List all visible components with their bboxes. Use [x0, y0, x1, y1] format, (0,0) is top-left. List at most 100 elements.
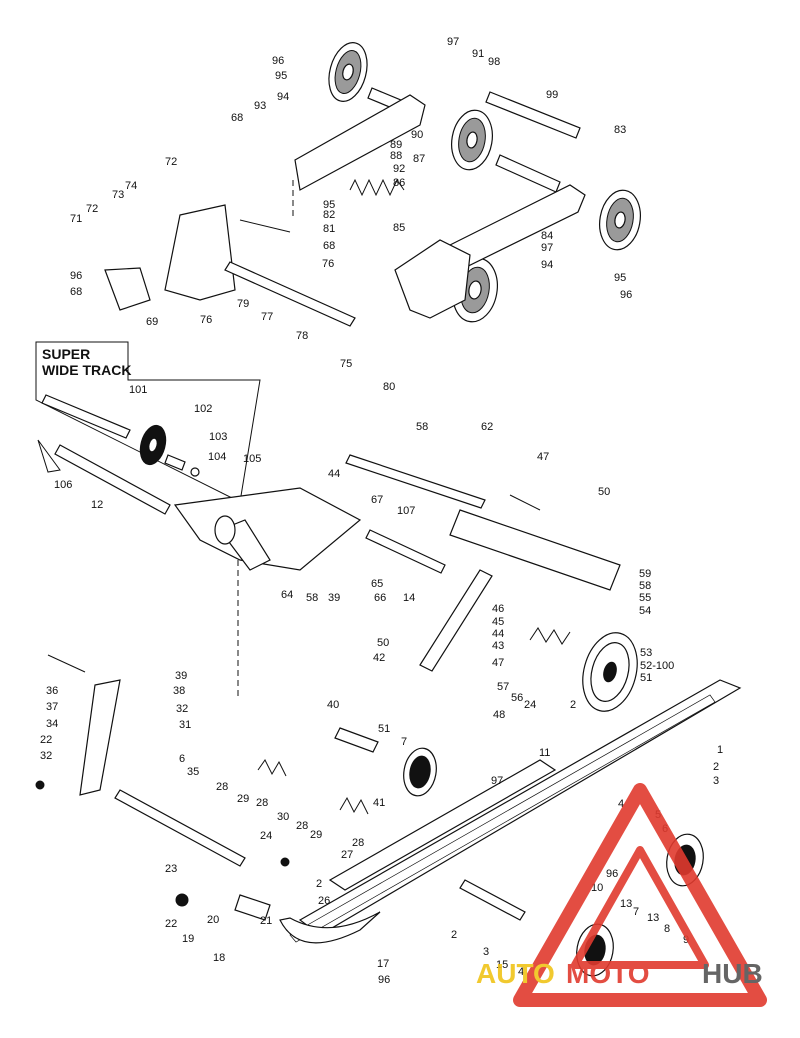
callout-label: 2: [316, 878, 322, 890]
callout-label: 90: [411, 129, 423, 141]
callout-label: 51: [378, 723, 390, 735]
callout-label: 2: [451, 929, 457, 941]
rail-tip: [279, 911, 381, 944]
callout-label: 32: [40, 750, 52, 762]
callout-label: 66: [374, 592, 386, 604]
automotohub-watermark: AUTO MOTO HUB: [476, 783, 767, 1007]
front-arm: [173, 487, 362, 571]
callout-label: 39: [328, 592, 340, 604]
callout-label: 6: [179, 753, 185, 765]
callout-label: 28: [296, 820, 308, 832]
callout-label: 89: [390, 139, 402, 151]
callout-label: 87: [413, 153, 425, 165]
callout-label: 44: [492, 628, 504, 640]
wheel-arm-upper: [294, 94, 426, 191]
spring-44: [529, 627, 571, 645]
callout-label: 94: [277, 91, 289, 103]
callout-label: 58: [639, 580, 651, 592]
callout-label: 15: [496, 959, 508, 971]
callout-label: 41: [373, 797, 385, 809]
callout-label: 30: [277, 811, 289, 823]
callout-label: 73: [112, 189, 124, 201]
spring-86: [349, 178, 405, 197]
callout-label: 96: [70, 270, 82, 282]
callout-label: 65: [371, 578, 383, 590]
callout-label: 24: [524, 699, 536, 711]
super-wide-track-inset: SUPER WIDE TRACK: [35, 341, 261, 503]
bracket-79: [164, 204, 236, 301]
callout-label: 24: [260, 830, 272, 842]
callout-label: 3: [483, 946, 489, 958]
callout-label: 20: [207, 914, 219, 926]
callout-label: 48: [493, 709, 505, 721]
arm-34: [79, 679, 121, 796]
callout-label: 106: [54, 479, 72, 491]
idler-wheel-top-middle: [451, 109, 493, 171]
callout-label: 8: [664, 923, 670, 935]
callout-labels: 97 96 95 91 98 94 99 93 83 68 90 89 88 8…: [40, 36, 723, 986]
callout-label: 58: [306, 592, 318, 604]
callout-label: 105: [243, 453, 261, 465]
callout-label: 57: [497, 681, 509, 693]
callout-label: 39: [175, 670, 187, 682]
callout-label: 59: [639, 568, 651, 580]
callout-label: 12: [91, 499, 103, 511]
callout-label: 18: [213, 952, 225, 964]
idler-wheel-top-right: [599, 189, 641, 251]
callout-label: 23: [165, 863, 177, 875]
callout-label: 72: [165, 156, 177, 168]
callout-label: 82: [323, 209, 335, 221]
callout-label: 47: [492, 657, 504, 669]
callout-label: 3: [713, 775, 719, 787]
callout-label: 26: [318, 895, 330, 907]
part-106: [37, 439, 61, 473]
callout-label: 4: [618, 798, 624, 810]
shaft-12: [54, 444, 171, 515]
callout-label: 46: [492, 603, 504, 615]
callout-label: 54: [639, 605, 651, 617]
shaft-23: [114, 789, 246, 867]
callout-label: 68: [231, 112, 243, 124]
shaft-101: [41, 394, 131, 439]
callout-label: 83: [614, 124, 626, 136]
callout-label: 13: [620, 898, 632, 910]
callout-label: 22: [40, 734, 52, 746]
rail-11: [328, 759, 557, 891]
callout-label: 74: [125, 180, 137, 192]
callout-label: 72: [86, 203, 98, 215]
callout-label: 32: [176, 703, 188, 715]
callout-label: 58: [416, 421, 428, 433]
callout-label: 104: [208, 451, 226, 463]
callout-label: 93: [254, 100, 266, 112]
callout-label: 96: [620, 289, 632, 301]
callout-label: 92: [393, 163, 405, 175]
callout-label: 2: [570, 699, 576, 711]
callout-label: 76: [322, 258, 334, 270]
shaft-10: [459, 879, 526, 921]
callout-label: 95: [275, 70, 287, 82]
slide-rail-assembly: [35, 654, 742, 977]
callout-label: 96: [606, 868, 618, 880]
callout-label: 10: [591, 882, 603, 894]
shaft-67: [345, 454, 486, 509]
callout-label: 96: [378, 974, 390, 986]
callout-label: 64: [281, 589, 293, 601]
watermark-hub: HUB: [702, 958, 763, 989]
inset-title-line2: WIDE TRACK: [42, 362, 131, 378]
callout-label: 96: [272, 55, 284, 67]
callout-label: 107: [397, 505, 415, 517]
callout-label: 80: [383, 381, 395, 393]
callout-label: 99: [546, 89, 558, 101]
callout-label: 2: [713, 761, 719, 773]
shaft-107: [365, 529, 446, 574]
callout-label: 69: [146, 316, 158, 328]
inset-title-line1: SUPER: [42, 346, 90, 362]
callout-label: 97: [541, 242, 553, 254]
watermark-triangle-icon: [513, 783, 767, 1007]
callout-label: 75: [340, 358, 352, 370]
callout-label: 77: [261, 311, 273, 323]
callout-label: 31: [179, 719, 191, 731]
callout-label: 62: [481, 421, 493, 433]
callout-label: 28: [216, 781, 228, 793]
